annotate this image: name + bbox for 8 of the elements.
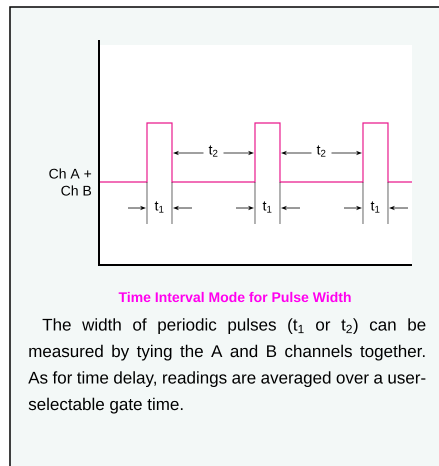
dimension-label: t$_{2}$ <box>208 145 218 157</box>
dimension-label: t$_{1}$ <box>262 201 272 213</box>
dimension-label: t$_{1}$ <box>370 201 380 213</box>
dimension-label: t$_{1}$ <box>154 201 164 213</box>
axis-label: Ch A + Ch B <box>49 168 92 196</box>
dimension-label: t$_{2}$ <box>316 145 326 157</box>
figure-title: Time Interval Mode for Pulse Width <box>118 292 351 302</box>
caption-text: The width of periodic pulses (t$_{1}$ or t$_{2}$) can be measured by tying the A and B channels together. As for time delay, readings are averaged over a user-selectable gate time. <box>28 318 426 414</box>
